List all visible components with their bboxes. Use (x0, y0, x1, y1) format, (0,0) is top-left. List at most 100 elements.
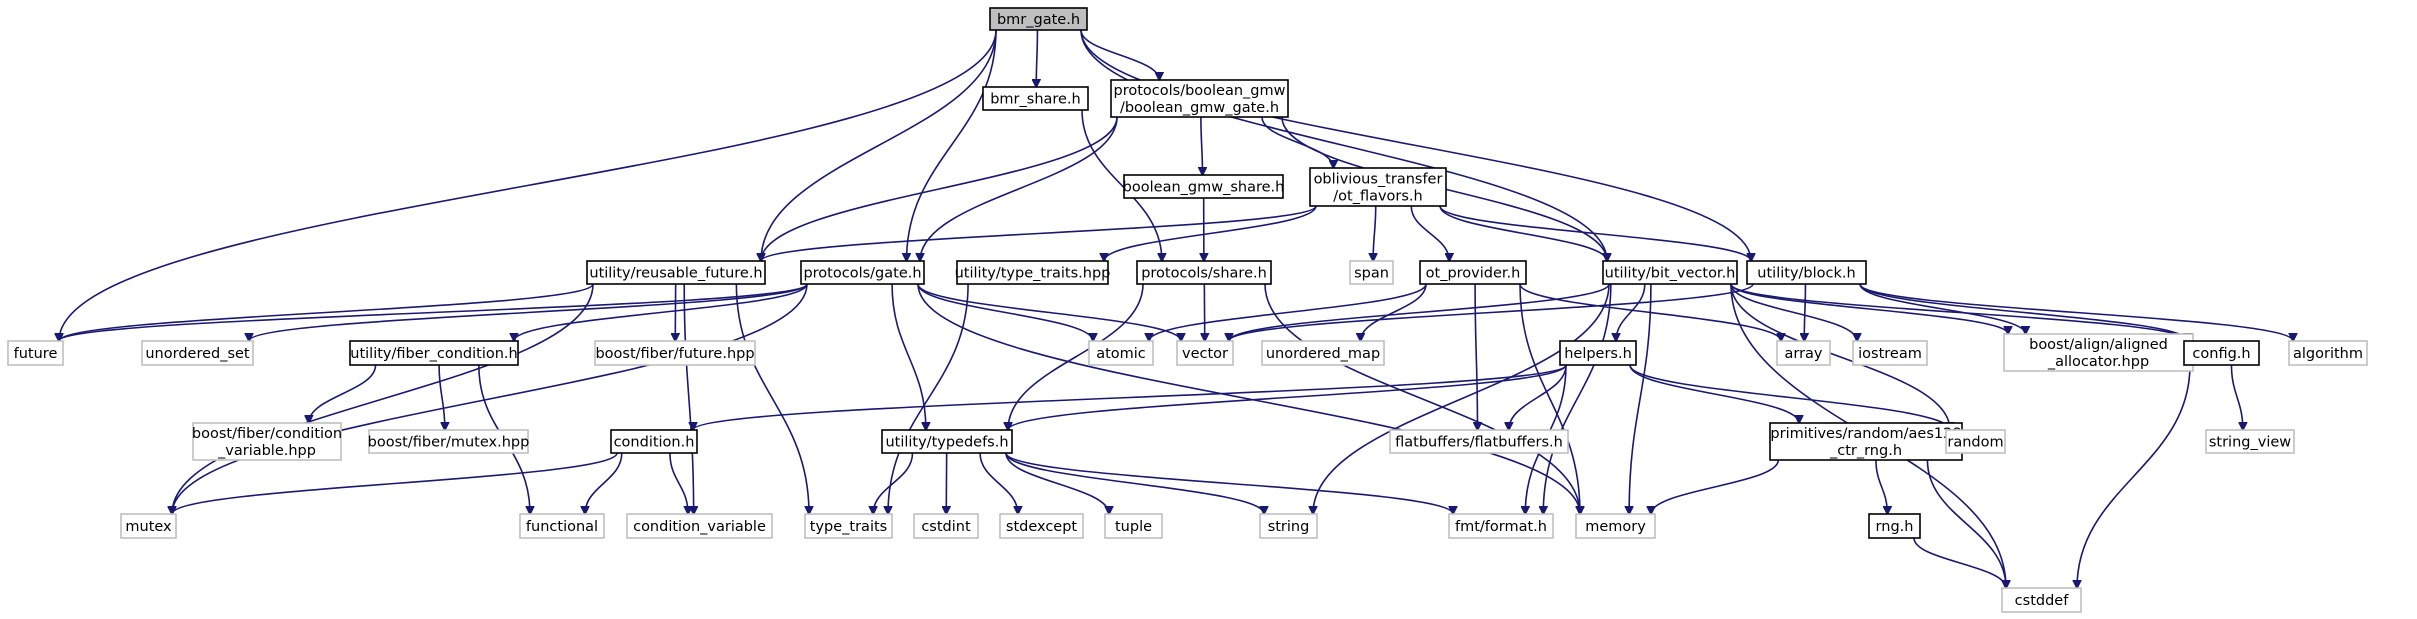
edge-typedefs-to-tuple (1005, 452, 1109, 514)
edge-bmr_gate-to-future (59, 29, 997, 341)
edge-bmr_gate-to-block (1080, 29, 1751, 261)
node-condition[interactable]: condition.h (610, 429, 698, 454)
node-box-span (1349, 260, 1394, 285)
node-bgmw_gate[interactable]: protocols/boolean_gmw/boolean_gmw_gate.h (1110, 79, 1289, 118)
node-functional: functional (519, 513, 605, 539)
edge-bit_vector-to-string (1313, 283, 1610, 514)
node-box-boost_future (594, 340, 756, 366)
node-label-aligned_alloc: boost/align/aligned (2029, 337, 2168, 353)
node-span: span (1349, 260, 1394, 285)
edge-reusable_future-to-future (59, 283, 594, 341)
edge-bmr_gate-to-bit_vector (1080, 29, 1607, 261)
edge-bit_vector-to-iostream (1730, 283, 1857, 341)
node-box-boost_condvar (192, 422, 342, 461)
node-box-unordered_map (1261, 340, 1385, 366)
edge-bgmw_gate-to-reusable_future (761, 116, 1118, 261)
node-bmr_gate[interactable]: bmr_gate.h (989, 7, 1088, 31)
node-box-functional (519, 513, 605, 539)
node-boost_mutex: boost/fiber/mutex.hpp (368, 429, 529, 454)
edge-aes128-to-rng (1875, 459, 1887, 514)
node-stdexcept: stdexcept (999, 513, 1084, 539)
node-label-aligned_alloc: _allocator.hpp (2047, 354, 2149, 370)
node-condition_variable: condition_variable (626, 513, 773, 539)
edge-ot_flavors-to-span (1373, 205, 1376, 261)
node-box-cstddef (2001, 587, 2082, 613)
node-label-memory: memory (1585, 519, 1646, 535)
node-proto_gate[interactable]: protocols/gate.h (800, 260, 925, 285)
node-bmr_share[interactable]: bmr_share.h (982, 86, 1089, 111)
edge-ot_provider-to-atomic (1149, 283, 1427, 341)
node-type_traits_hpp[interactable]: utility/type_traits.hpp (955, 260, 1111, 285)
node-box-aes128 (1769, 422, 1963, 461)
node-tuple: tuple (1104, 513, 1163, 539)
edge-ot_flavors-to-type_traits_hpp (1104, 205, 1317, 261)
edge-proto_gate-to-vector (917, 283, 1181, 341)
node-box-condition_variable (626, 513, 773, 539)
edge-helpers-to-random (1629, 364, 1950, 430)
node-reusable_future[interactable]: utility/reusable_future.h (586, 260, 766, 285)
edge-bit_vector-to-fmt_format (1543, 283, 1612, 514)
node-box-array (1776, 340, 1831, 366)
edge-proto_gate-to-memory (917, 283, 1580, 514)
node-bgmw_share[interactable]: boolean_gmw_share.h (1123, 174, 1285, 199)
node-label-string_view: string_view (2209, 435, 2291, 451)
node-label-condition: condition.h (614, 435, 695, 451)
node-block[interactable]: utility/block.h (1746, 260, 1867, 285)
edge-type_traits_hpp-to-type_traits (888, 283, 969, 514)
edge-proto_gate-to-atomic (917, 283, 1093, 341)
node-rng[interactable]: rng.h (1868, 513, 1921, 539)
node-atomic: atomic (1088, 340, 1154, 366)
edge-rng-to-cstddef (1913, 537, 2006, 588)
node-helpers[interactable]: helpers.h (1559, 340, 1637, 366)
node-ot_flavors[interactable]: oblivious_transfer/ot_flavors.h (1309, 167, 1447, 207)
node-box-flatbuffers (1389, 429, 1569, 454)
node-box-type_traits_hpp (956, 260, 1109, 285)
node-label-cstddef: cstddef (2015, 593, 2070, 609)
node-label-boost_condvar: _variable.hpp (217, 443, 316, 459)
node-label-tuple: tuple (1115, 519, 1152, 535)
node-label-flatbuffers: flatbuffers/flatbuffers.h (1395, 435, 1563, 451)
edge-ot_flavors-to-bit_vector (1439, 205, 1607, 261)
node-typedefs[interactable]: utility/typedefs.h (881, 429, 1013, 454)
node-label-fiber_condition: utility/fiber_condition.h (350, 346, 517, 362)
node-label-stdexcept: stdexcept (1006, 519, 1078, 535)
node-label-rng: rng.h (1876, 519, 1914, 535)
edge-aes128-to-cstddef (1926, 459, 2006, 588)
edge-proto_gate-to-typedefs (891, 283, 926, 430)
edge-proto_gate-to-unordered_set (249, 283, 808, 341)
node-unordered_set: unordered_set (141, 340, 254, 366)
node-box-future (7, 340, 64, 366)
edge-fiber_condition-to-boost_condvar (309, 364, 377, 423)
node-memory: memory (1575, 513, 1656, 539)
node-layer: bmr_gate.h bmr_share.h protocols/boolean_g… (7, 7, 2368, 613)
edge-proto_gate-to-mutex (172, 283, 808, 514)
node-random: random (1945, 429, 2006, 454)
edge-bit_vector-to-memory (1629, 283, 1652, 514)
node-proto_share[interactable]: protocols/share.h (1136, 260, 1272, 285)
node-box-memory (1575, 513, 1656, 539)
edge-config-to-cstddef (2077, 364, 2191, 588)
node-box-bmr_share (982, 86, 1089, 111)
node-config[interactable]: config.h (2183, 340, 2260, 366)
edge-ot_provider-to-flatbuffers (1475, 283, 1477, 430)
node-aes128[interactable]: primitives/random/aes128_ctr_rng.h (1769, 422, 1963, 461)
edge-bmr_gate-to-bgmw_gate (1080, 29, 1159, 80)
edge-condition-to-functional (585, 452, 623, 514)
node-aligned_alloc: boost/align/aligned_allocator.hpp (2003, 333, 2194, 372)
edge-helpers-to-flatbuffers (1509, 364, 1567, 430)
node-box-random (1945, 429, 2006, 454)
node-type_traits: type_traits (804, 513, 893, 539)
node-label-bgmw_gate: protocols/boolean_gmw (1114, 83, 1286, 99)
node-box-string (1259, 513, 1318, 539)
node-label-vector: vector (1182, 346, 1228, 362)
edge-bit_vector-to-helpers (1616, 283, 1646, 341)
node-box-reusable_future (586, 260, 766, 285)
node-bit_vector[interactable]: utility/bit_vector.h (1602, 260, 1738, 285)
node-box-config (2183, 340, 2260, 366)
node-fiber_condition[interactable]: utility/fiber_condition.h (349, 340, 519, 366)
node-ot_provider[interactable]: ot_provider.h (1419, 260, 1527, 285)
edge-bmr_share-to-proto_share (1081, 109, 1162, 261)
node-label-functional: functional (526, 519, 598, 535)
node-label-ot_flavors: oblivious_transfer (1314, 172, 1443, 188)
